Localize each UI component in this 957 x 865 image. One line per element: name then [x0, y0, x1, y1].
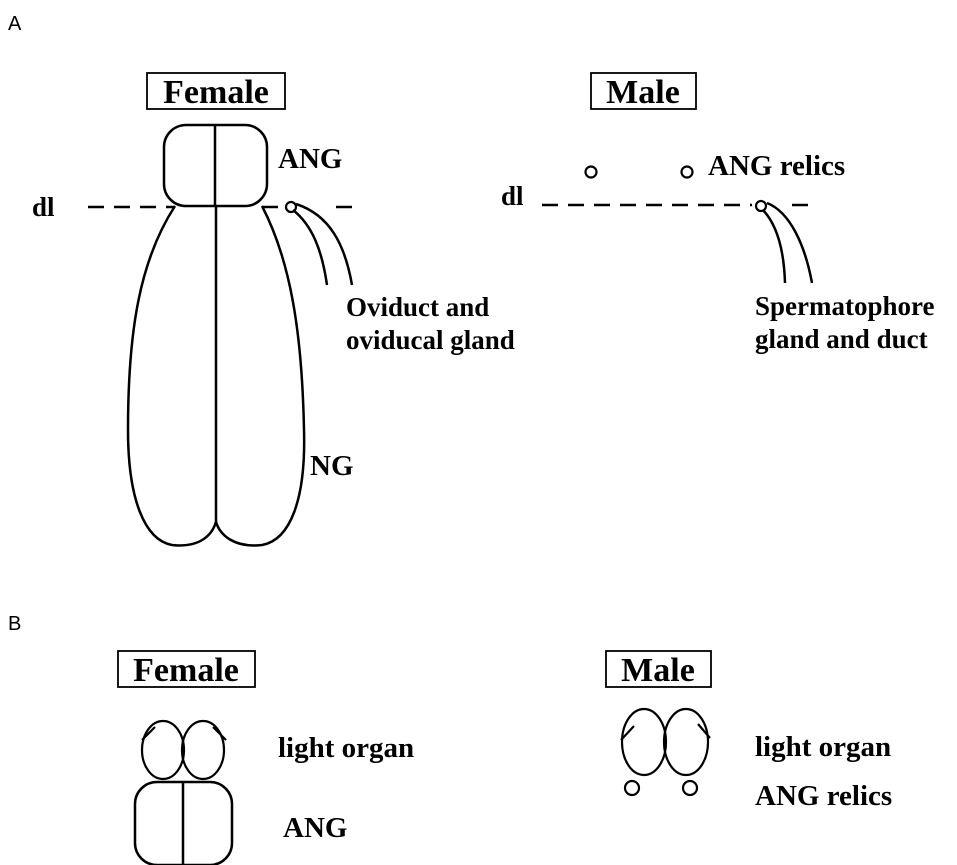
panel-b-female-light-organ-label: light organ	[278, 732, 414, 764]
panel-a-female-dl-label: dl	[32, 192, 55, 222]
panel-a-female-title: Female	[147, 73, 285, 111]
panel-b-male-ang-relic-left	[625, 781, 639, 795]
panel-a-female-ng-label: NG	[310, 450, 354, 482]
panel-b-female-light-organ-shape	[142, 721, 226, 779]
panel-a-female-ng-shape	[128, 206, 304, 545]
panel-a-female-ang-shape	[164, 125, 267, 206]
panel-b-male-title: Male	[606, 651, 711, 689]
panel-a-male-spermatophore-label-line1: Spermatophore	[755, 291, 935, 321]
panel-a-female-oviduct-shape	[286, 202, 352, 285]
panel-b-male-ang-relics-label: ANG relics	[755, 780, 892, 812]
panel-a-male-spermatophore-shape	[756, 201, 812, 283]
panel-a-male-ang-relic-right	[682, 167, 693, 178]
panel-a-female-oviduct-label-line1: Oviduct and	[346, 292, 489, 322]
panel-b-female-title: Female	[118, 651, 255, 689]
panel-a-male-title: Male	[591, 73, 696, 111]
panel-a-female-ang-label: ANG	[278, 143, 342, 175]
panel-a-female-title-text: Female	[163, 74, 269, 111]
panel-b-male-light-organ-label: light organ	[755, 731, 891, 763]
panel-b-female-title-text: Female	[133, 652, 239, 689]
panel-b-female-ang-shape	[135, 782, 232, 865]
panel-b-letter: B	[8, 613, 21, 635]
panel-b-male-title-text: Male	[621, 652, 695, 689]
panel-a-male-ang-relic-left	[586, 167, 597, 178]
panel-b-female-ang-label: ANG	[283, 812, 347, 844]
panel-b-male-ang-relic-right	[683, 781, 697, 795]
panel-a-male-title-text: Male	[606, 74, 680, 111]
panel-b-male-light-organ-shape	[621, 709, 710, 775]
panel-a-male-spermatophore-label-line2: gland and duct	[755, 324, 928, 354]
panel-a-female-oviduct-label-line2: oviducal gland	[346, 325, 515, 355]
panel-a-male-ang-relics-label: ANG relics	[708, 150, 845, 182]
panel-a-letter: A	[8, 13, 22, 35]
panel-a-male-dl-label: dl	[501, 181, 524, 211]
